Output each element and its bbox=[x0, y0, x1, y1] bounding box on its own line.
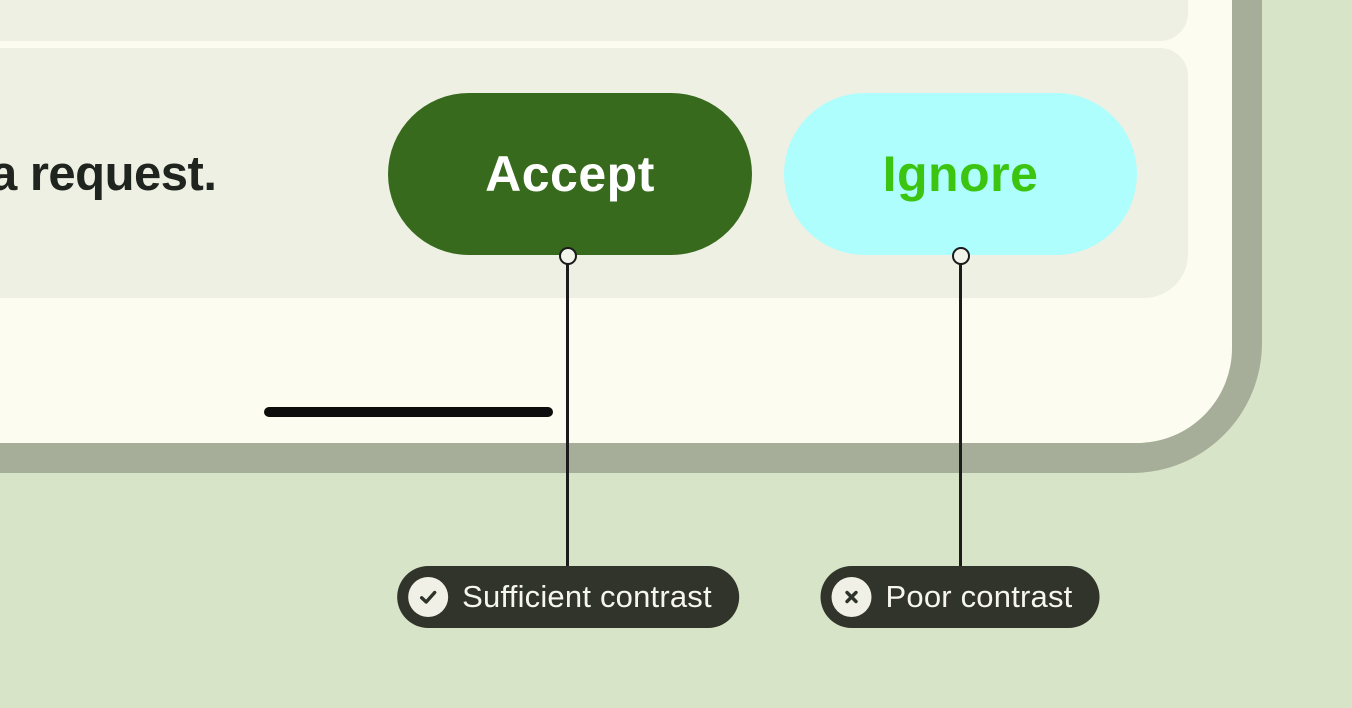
leader-line-ignore bbox=[959, 262, 962, 566]
leader-line-accept bbox=[566, 262, 569, 566]
anchor-dot-ignore bbox=[952, 247, 970, 265]
callout-poor-contrast: Poor contrast bbox=[820, 566, 1100, 628]
check-circle-icon bbox=[408, 577, 449, 617]
callout-label: Sufficient contrast bbox=[462, 579, 712, 614]
x-circle-icon bbox=[831, 577, 872, 617]
anchor-dot-accept bbox=[559, 247, 577, 265]
home-indicator-bar bbox=[264, 407, 553, 417]
callout-label: Poor contrast bbox=[885, 579, 1073, 614]
callout-sufficient-contrast: Sufficient contrast bbox=[397, 566, 739, 628]
list-card-partial bbox=[0, 0, 1188, 41]
ignore-button[interactable]: Ignore bbox=[784, 93, 1137, 255]
accept-button[interactable]: Accept bbox=[388, 93, 752, 255]
message-text: a request. bbox=[0, 147, 217, 201]
